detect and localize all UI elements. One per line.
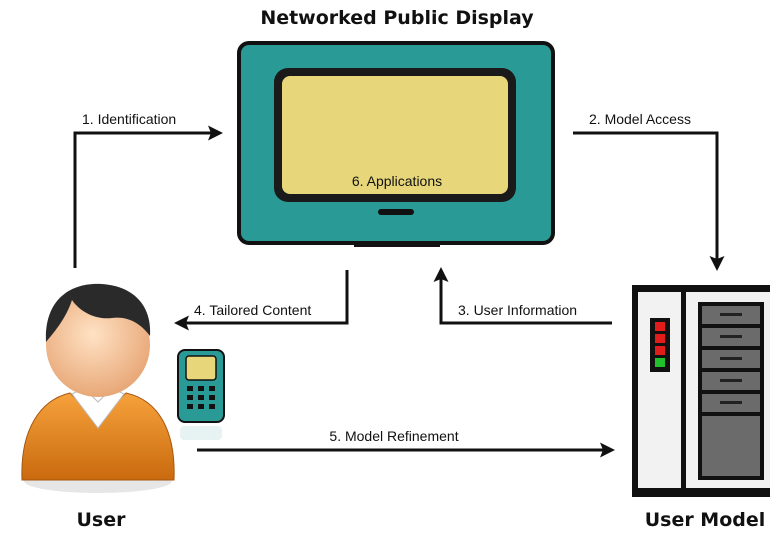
arrow-identification xyxy=(73,125,223,268)
led-red-1 xyxy=(655,322,665,331)
applications-label: 6. Applications xyxy=(352,173,442,189)
edge-label-model-refinement: 5. Model Refinement xyxy=(329,428,458,444)
phone-icon xyxy=(177,349,225,440)
edge-label-identification: 1. Identification xyxy=(82,111,176,127)
arrow-tailored-content xyxy=(174,270,349,331)
led-green xyxy=(655,358,665,367)
led-red-2 xyxy=(655,334,665,343)
edge-label-tailored-content: 4. Tailored Content xyxy=(194,302,311,318)
public-display-icon xyxy=(237,41,555,247)
server-icon xyxy=(632,285,770,497)
user-icon xyxy=(21,283,175,493)
arrow-model-access xyxy=(573,131,725,271)
edge-label-user-information: 3. User Information xyxy=(458,302,577,318)
arrow-user-information xyxy=(433,267,612,325)
edge-label-model-access: 2. Model Access xyxy=(589,111,691,127)
display-title: Networked Public Display xyxy=(260,7,534,29)
user-model-label: User Model xyxy=(645,509,766,531)
led-red-3 xyxy=(655,346,665,355)
user-label: User xyxy=(77,509,127,531)
